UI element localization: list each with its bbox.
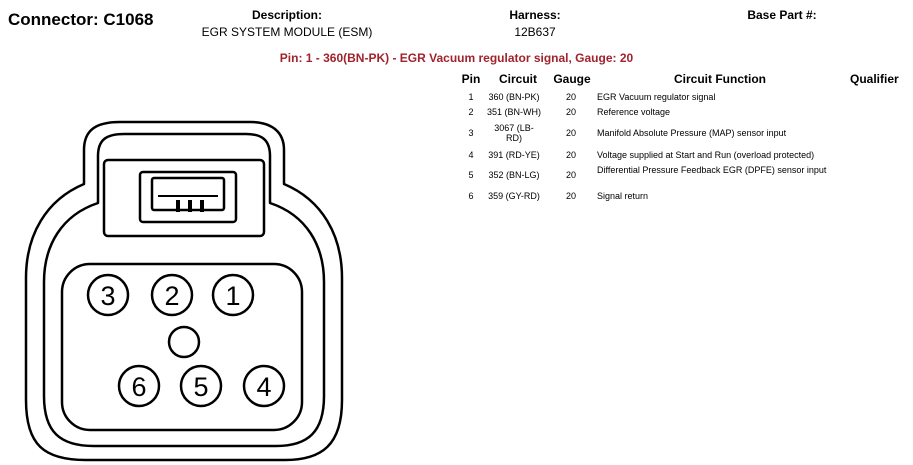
row-pin: 2 [468, 107, 474, 117]
pin-label: 3 [100, 281, 115, 311]
row-gauge: 20 [565, 170, 576, 180]
pin-label: 5 [193, 372, 208, 402]
description-value: EGR SYSTEM MODULE (ESM) [201, 25, 373, 39]
col-header-gauge: Gauge [553, 72, 591, 86]
latch-block [102, 158, 266, 238]
pin-2-cavity [150, 273, 194, 317]
pin-4-cavity [242, 364, 286, 408]
row-circuit: 3067 (LB-RD) [494, 123, 534, 143]
pin-5-cavity [179, 364, 223, 408]
key-cavity [167, 325, 201, 359]
pin-label: 4 [256, 372, 271, 402]
row-pin: 6 [468, 191, 474, 201]
connector-title: Connector: C1068 [8, 10, 154, 29]
row-circuit: 360 (BN-PK) [488, 92, 540, 102]
pin-3-cavity [86, 273, 130, 317]
col-header-qualifier: Qualifier [850, 72, 899, 86]
row-circuit: 391 (RD-YE) [488, 150, 540, 160]
row-gauge: 20 [565, 107, 576, 117]
col-header-function: Circuit Function [674, 72, 766, 86]
description-label: Description: [251, 8, 322, 22]
row-circuit: 351 (BN-WH) [486, 107, 541, 117]
pin-6-cavity [117, 364, 161, 408]
base-part-label: Base Part #: [747, 8, 817, 22]
row-gauge: 20 [565, 128, 576, 138]
row-function: Voltage supplied at Start and Run (overl… [597, 150, 815, 160]
pin-cavity-frame [60, 262, 304, 432]
connector-inner-shell [42, 132, 326, 448]
row-function: Manifold Absolute Pressure (MAP) sensor … [597, 128, 787, 138]
row-circuit: 359 (GY-RD) [488, 191, 540, 201]
pin-label: 1 [225, 281, 240, 311]
row-circuit: 352 (BN-LG) [488, 170, 540, 180]
row-pin: 3 [468, 128, 474, 138]
row-pin: 1 [468, 92, 474, 102]
row-pin: 5 [468, 170, 474, 180]
row-function: Reference voltage [597, 107, 671, 117]
row-function: EGR Vacuum regulator signal [597, 92, 716, 102]
col-header-circuit: Circuit [498, 72, 537, 86]
pin-label: 6 [131, 372, 146, 402]
harness-value: 12B637 [514, 25, 556, 39]
col-header-pin: Pin [461, 72, 481, 86]
latch-window [138, 170, 238, 224]
pin-label: 2 [164, 281, 179, 311]
row-gauge: 20 [565, 92, 576, 102]
row-gauge: 20 [565, 150, 576, 160]
harness-label: Harness: [509, 8, 561, 22]
pin-1-cavity [211, 273, 255, 317]
row-function: Signal return [597, 191, 649, 201]
connector-outer-shell [24, 120, 344, 462]
selected-pin-banner: Pin: 1 - 360(BN-PK) - EGR Vacuum regulat… [279, 51, 634, 65]
row-function: Differential Pressure Feedback EGR (DPFE… [597, 165, 827, 175]
row-pin: 4 [468, 150, 474, 160]
row-gauge: 20 [565, 191, 576, 201]
